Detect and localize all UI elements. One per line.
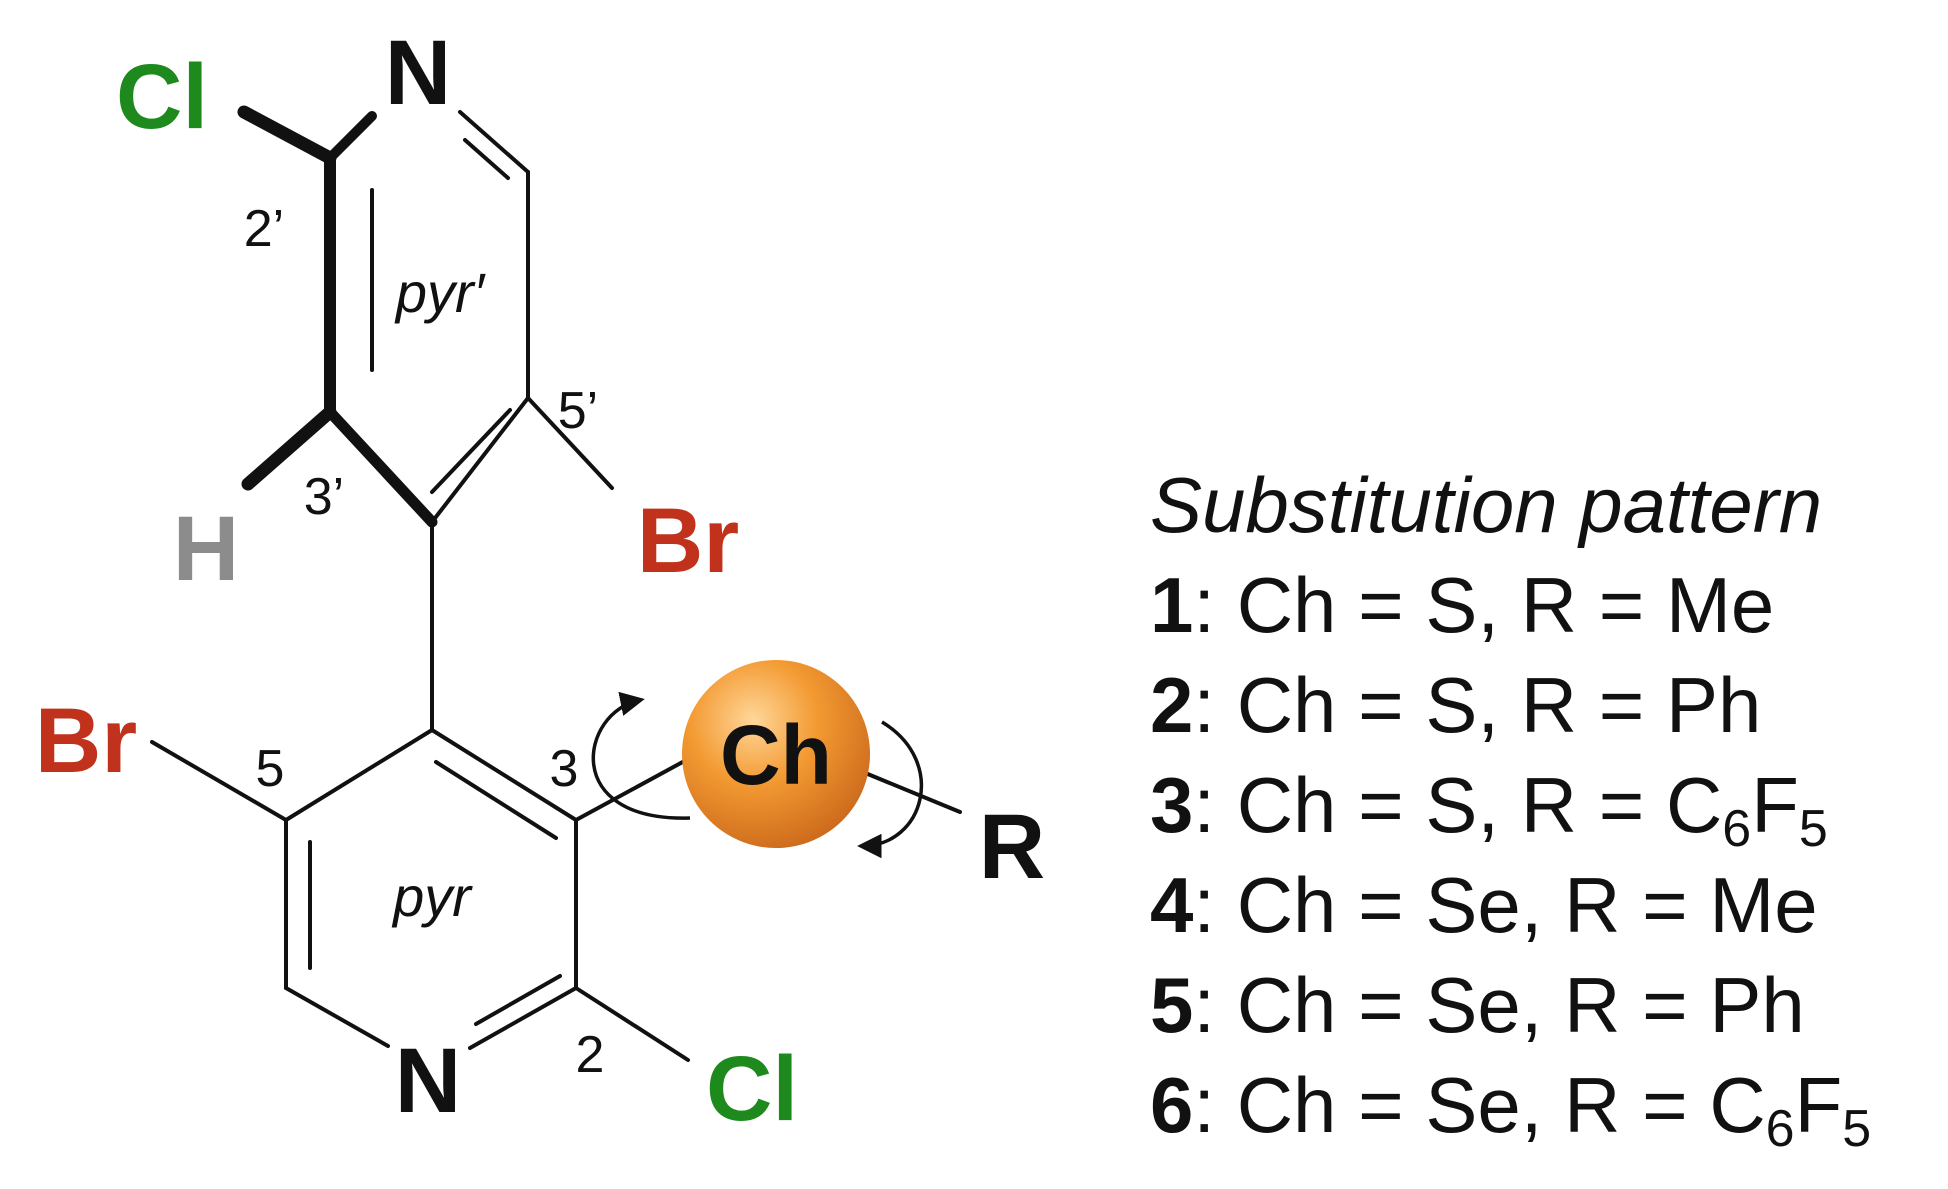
bond-n-c2: [468, 986, 578, 1050]
bond-c3-c4-inner: [434, 760, 558, 840]
bond-c2-cl: [574, 986, 690, 1062]
bond-c5-br: [150, 740, 288, 822]
legend-separator: : Ch =: [1193, 1061, 1426, 1149]
bond-c2prime-cl: [237, 105, 337, 165]
legend-entry: 1: Ch = S, R = Me: [1150, 555, 1940, 655]
legend-separator: , R =: [1477, 761, 1666, 849]
legend-title: Substitution pattern: [1150, 461, 1823, 549]
rotation-arrow-left-icon: [591, 691, 691, 820]
bond-n-c2-inner: [474, 974, 562, 1026]
legend-separator: : Ch =: [1193, 661, 1426, 749]
atom-ch: Ch: [720, 708, 832, 802]
r-group-value: C: [1665, 761, 1723, 849]
bond-c5prime-c4prime: [430, 396, 530, 524]
locant-5: 5: [256, 740, 285, 798]
bond-c5prime-br: [526, 396, 614, 490]
atom-br-bottom: Br: [35, 690, 137, 792]
locant-2: 2: [576, 1026, 605, 1084]
r-group-value: Ph: [1709, 961, 1805, 1049]
bond-c5prime-c4prime-inner: [430, 408, 512, 494]
chalcogen-value: Se: [1425, 961, 1521, 1049]
atom-h: H: [173, 498, 239, 600]
legend-separator: , R =: [1520, 1061, 1710, 1149]
compound-number: 2: [1150, 661, 1194, 749]
r-group-subscript: 6: [1765, 1100, 1795, 1158]
chalcogen-value: S: [1425, 761, 1478, 849]
bond-c3prime-h: [241, 405, 337, 491]
chalcogen-value: S: [1425, 561, 1478, 649]
r-group-value: Me: [1709, 861, 1818, 949]
legend-separator: : Ch =: [1193, 961, 1426, 1049]
compound-number: 5: [1150, 961, 1194, 1049]
bond-c6-n: [284, 986, 390, 1048]
bond-n-c6prime: [458, 110, 530, 174]
rotation-arrow-right-icon: [857, 720, 924, 859]
chalcogen-value: Se: [1425, 1061, 1521, 1149]
atom-cl-top: Cl: [116, 46, 208, 148]
legend-separator: , R =: [1520, 861, 1710, 949]
legend-separator: : Ch =: [1193, 761, 1426, 849]
atom-n-bottom: N: [395, 1030, 461, 1132]
atom-br-top: Br: [637, 490, 739, 592]
r-group-value-mid: F: [1751, 761, 1799, 849]
legend-separator: , R =: [1520, 961, 1710, 1049]
locant-3: 3: [550, 740, 579, 798]
atom-r: R: [979, 796, 1045, 898]
locant-2-prime: 2’: [244, 200, 284, 258]
bond-c3-c4: [430, 728, 578, 822]
legend-separator: : Ch =: [1193, 861, 1426, 949]
ring-label-bottom: pyr: [391, 865, 473, 928]
legend-entry: 6: Ch = Se, R = C6F5: [1150, 1055, 1940, 1155]
bottom-pyridine-ring: [150, 728, 962, 1062]
bond-c3-ch: [574, 756, 692, 822]
chalcogen-sphere: [682, 660, 870, 848]
r-group-subscript: 5: [1798, 800, 1828, 858]
chalcogen-value: Se: [1425, 861, 1521, 949]
compound-number: 4: [1150, 861, 1194, 949]
bond-c2prime-n: [325, 111, 377, 163]
locant-3-prime: 3’: [304, 468, 344, 526]
r-group-value: Ph: [1665, 661, 1762, 749]
bond-c4prime-c3prime: [324, 406, 438, 528]
locant-5-prime: 5’: [558, 382, 598, 440]
r-group-subscript: 6: [1722, 800, 1752, 858]
chalcogen-value: S: [1425, 661, 1478, 749]
ring-label-top: pyr′: [394, 261, 487, 324]
compound-number: 1: [1150, 561, 1194, 649]
legend-separator: , R =: [1477, 561, 1666, 649]
legend-entry: 5: Ch = Se, R = Ph: [1150, 955, 1940, 1055]
compound-number: 3: [1150, 761, 1194, 849]
atom-cl-bottom: Cl: [706, 1038, 798, 1140]
legend-entry: 2: Ch = S, R = Ph: [1150, 655, 1940, 755]
bond-ch-r: [856, 768, 962, 814]
atom-n-top: N: [385, 22, 451, 124]
r-group-value-mid: F: [1794, 1061, 1843, 1149]
r-group-subscript: 5: [1842, 1100, 1872, 1158]
legend-entry: 3: Ch = S, R = C6F5: [1150, 755, 1940, 855]
bond-c4-c5: [284, 728, 434, 822]
top-pyridine-ring: [237, 105, 614, 528]
legend-separator: , R =: [1477, 661, 1666, 749]
r-group-value: C: [1709, 1061, 1766, 1149]
r-group-value: Me: [1665, 561, 1775, 649]
legend-separator: : Ch =: [1193, 561, 1426, 649]
compound-number: 6: [1150, 1061, 1194, 1149]
legend-entry: 4: Ch = Se, R = Me: [1150, 855, 1940, 955]
bond-c6prime-n-inner: [463, 138, 510, 180]
